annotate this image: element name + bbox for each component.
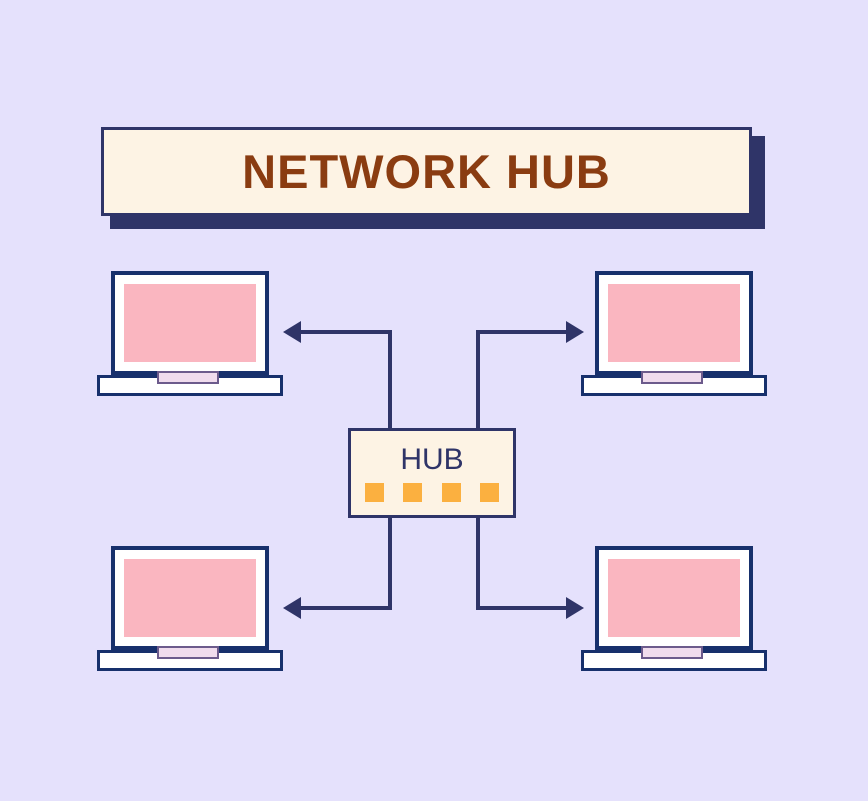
laptop-trackpad xyxy=(641,646,703,659)
laptop-screen xyxy=(124,559,256,637)
laptop-trackpad xyxy=(157,646,219,659)
laptop-screen xyxy=(608,284,740,362)
arrow-right-icon-bottom-right xyxy=(566,597,584,619)
hub-led-4 xyxy=(479,483,499,502)
laptop-screen xyxy=(124,284,256,362)
connector-vertical-top-left xyxy=(388,330,392,430)
hub-led-1 xyxy=(365,483,384,502)
connector-horizontal-bottom-left xyxy=(296,606,392,610)
connector-vertical-bottom-left xyxy=(388,516,392,610)
laptop-node-bottom-left[interactable] xyxy=(97,546,283,671)
connector-vertical-top-right xyxy=(476,330,480,430)
laptop-screen-frame xyxy=(111,546,269,650)
laptop-node-top-left[interactable] xyxy=(97,271,283,396)
laptop-node-bottom-right[interactable] xyxy=(581,546,767,671)
arrow-right-icon-top-right xyxy=(566,321,584,343)
connector-vertical-bottom-right xyxy=(476,516,480,610)
arrow-left-icon-top-left xyxy=(283,321,301,343)
hub-label: HUB xyxy=(400,443,464,476)
laptop-screen xyxy=(608,559,740,637)
connector-horizontal-top-right xyxy=(476,330,572,334)
title-banner: NETWORK HUB xyxy=(101,127,752,216)
page-title: NETWORK HUB xyxy=(242,145,611,198)
connector-horizontal-bottom-right xyxy=(476,606,572,610)
laptop-screen-frame xyxy=(111,271,269,375)
hub-node[interactable]: HUB xyxy=(348,428,516,518)
hub-led-2 xyxy=(403,483,423,502)
laptop-screen-frame xyxy=(595,546,753,650)
hub-led-row xyxy=(365,483,499,502)
hub-led-3 xyxy=(441,483,461,502)
arrow-left-icon-bottom-left xyxy=(283,597,301,619)
laptop-trackpad xyxy=(641,371,703,384)
connector-horizontal-top-left xyxy=(296,330,392,334)
laptop-node-top-right[interactable] xyxy=(581,271,767,396)
laptop-screen-frame xyxy=(595,271,753,375)
laptop-trackpad xyxy=(157,371,219,384)
